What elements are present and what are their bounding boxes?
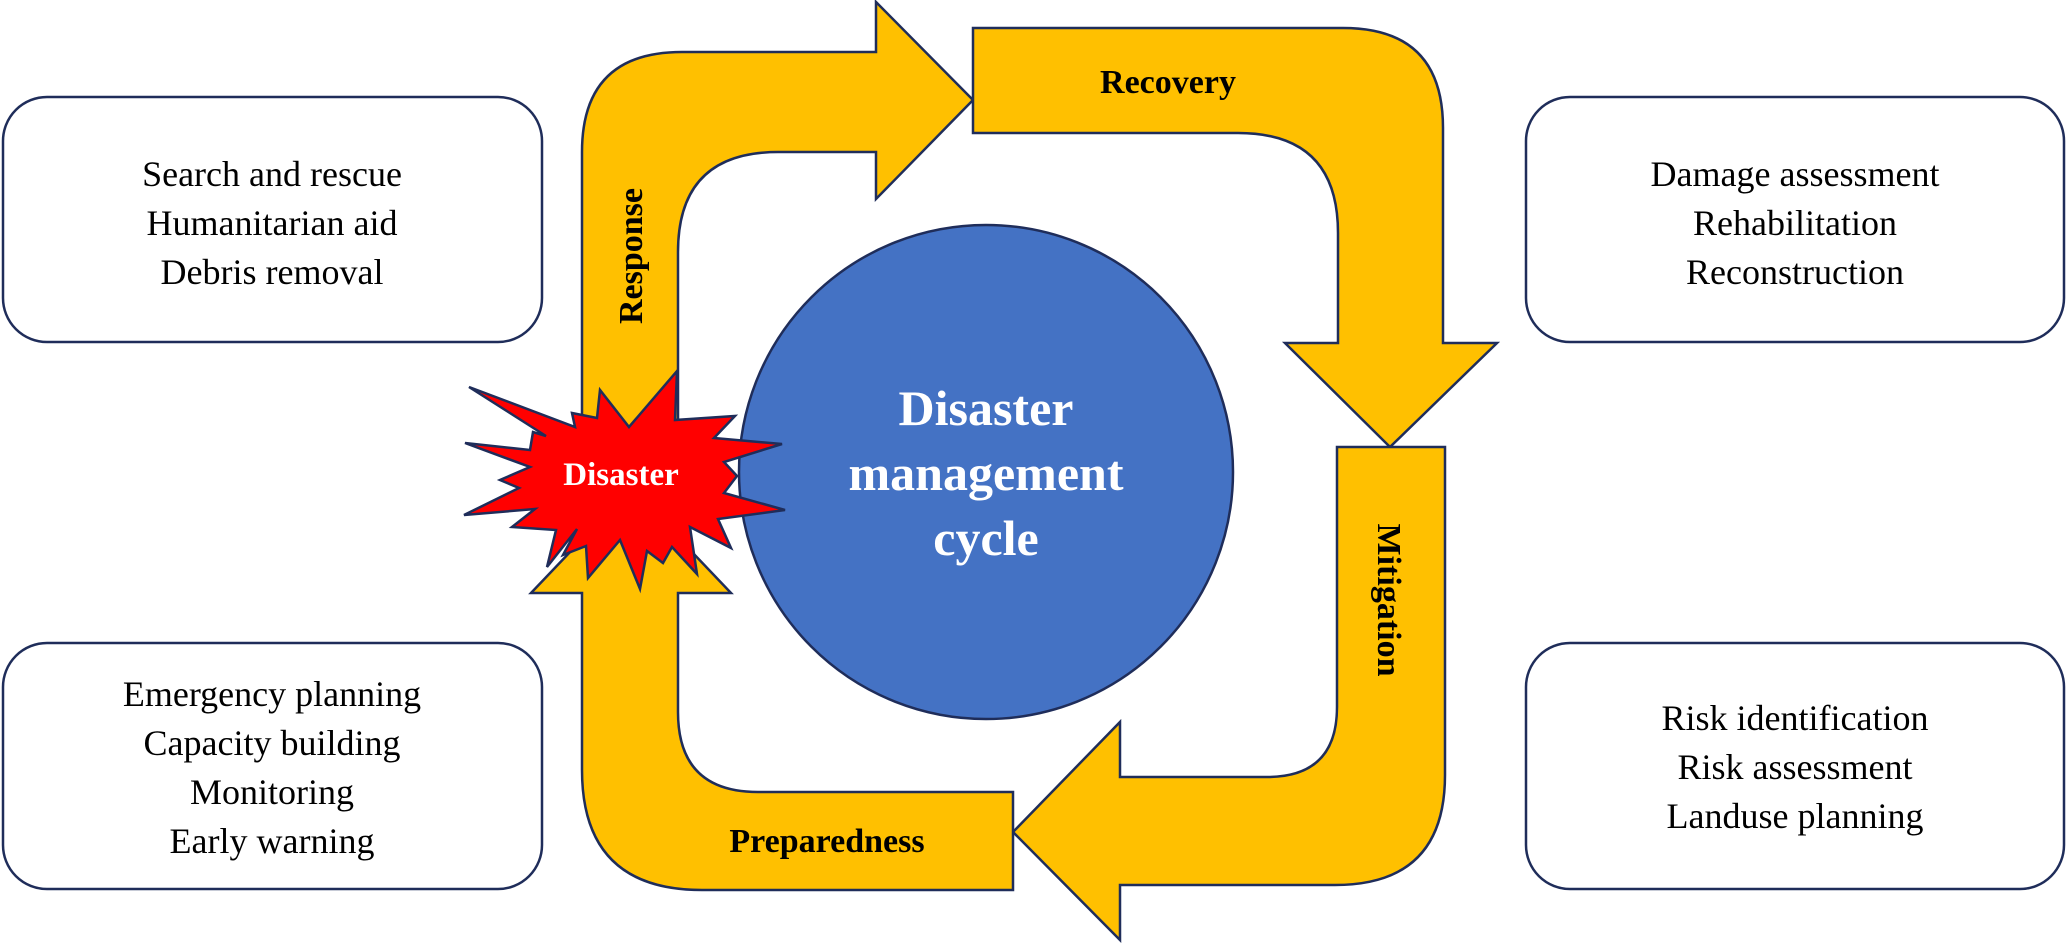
response-activity: Debris removal (161, 252, 384, 292)
center-title-line: management (849, 445, 1124, 501)
response-arrow (580, 0, 975, 592)
mitigation-activities-box: Risk identification Risk assessment Land… (1524, 641, 2066, 891)
center-circle (737, 223, 1235, 721)
phase-label-response: Response (613, 188, 650, 324)
disaster-explosion-icon (463, 367, 786, 594)
recovery-arrow (971, 26, 1501, 449)
disaster-event-label: Disaster (563, 457, 678, 493)
response-activity: Humanitarian aid (147, 203, 398, 243)
recovery-activity: Damage assessment (1651, 154, 1940, 194)
phase-label-mitigation: Mitigation (1370, 524, 1407, 677)
preparedness-arrow (528, 486, 1015, 892)
recovery-activity: Rehabilitation (1693, 203, 1897, 243)
preparedness-activity: Early warning (170, 821, 375, 861)
preparedness-activity: Emergency planning (123, 674, 421, 714)
phase-label-preparedness: Preparedness (729, 823, 924, 860)
center-title-line: Disaster (899, 380, 1074, 436)
preparedness-activity: Capacity building (144, 723, 401, 763)
preparedness-activity: Monitoring (190, 772, 354, 812)
center-title-line: cycle (933, 510, 1038, 566)
response-activity: Search and rescue (142, 154, 402, 194)
phase-label-recovery: Recovery (1100, 64, 1236, 101)
response-activities-box: Search and rescue Humanitarian aid Debri… (1, 95, 544, 344)
preparedness-box-frame (1, 641, 544, 891)
mitigation-box-frame (1524, 641, 2066, 891)
recovery-box-frame (1524, 95, 2066, 344)
mitigation-activity: Landuse planning (1667, 796, 1924, 836)
mitigation-activity: Risk identification (1662, 698, 1929, 738)
mitigation-arrow (1011, 445, 1447, 943)
recovery-activities-box: Damage assessment Rehabilitation Reconst… (1524, 95, 2066, 344)
preparedness-activities-box: Emergency planning Capacity building Mon… (1, 641, 544, 891)
recovery-activity: Reconstruction (1686, 252, 1904, 292)
response-box-frame (1, 95, 544, 344)
mitigation-activity: Risk assessment (1677, 747, 1912, 787)
